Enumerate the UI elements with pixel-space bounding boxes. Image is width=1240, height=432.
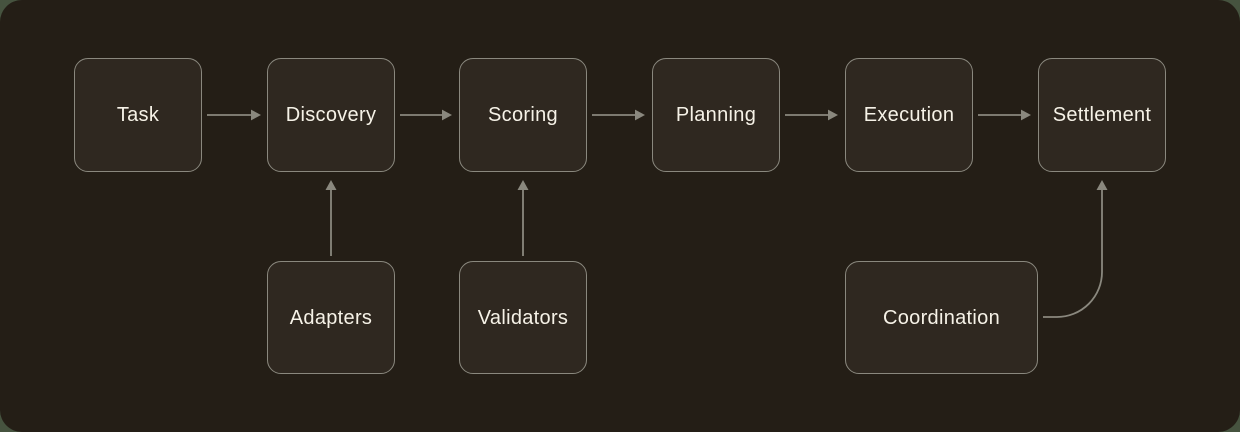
node-coordination: Coordination — [845, 261, 1038, 374]
node-scoring: Scoring — [459, 58, 587, 172]
node-execution-label: Execution — [863, 104, 955, 126]
node-discovery: Discovery — [267, 58, 395, 172]
edge-validators-scoring — [517, 180, 529, 256]
node-adapters: Adapters — [267, 261, 395, 374]
node-task-label: Task — [116, 104, 160, 126]
node-validators: Validators — [459, 261, 587, 374]
node-validators-label: Validators — [477, 306, 569, 329]
node-planning: Planning — [652, 58, 780, 172]
edge-scoring-planning — [592, 109, 645, 121]
node-scoring-label: Scoring — [488, 104, 558, 126]
node-settlement: Settlement — [1038, 58, 1166, 172]
node-adapters-label: Adapters — [289, 306, 373, 329]
edge-planning-execution — [785, 109, 838, 121]
node-discovery-label: Discovery — [285, 104, 377, 126]
edge-coordination-settlement — [1043, 180, 1108, 318]
edge-execution-settlement — [978, 109, 1031, 121]
node-planning-label: Planning — [675, 104, 757, 126]
edge-adapters-discovery — [325, 180, 337, 256]
node-task: Task — [74, 58, 202, 172]
node-settlement-label: Settlement — [1052, 104, 1152, 126]
node-coordination-label: Coordination — [882, 306, 1000, 329]
edge-discovery-scoring — [400, 109, 452, 121]
node-execution: Execution — [845, 58, 973, 172]
edge-task-discovery — [207, 109, 261, 121]
